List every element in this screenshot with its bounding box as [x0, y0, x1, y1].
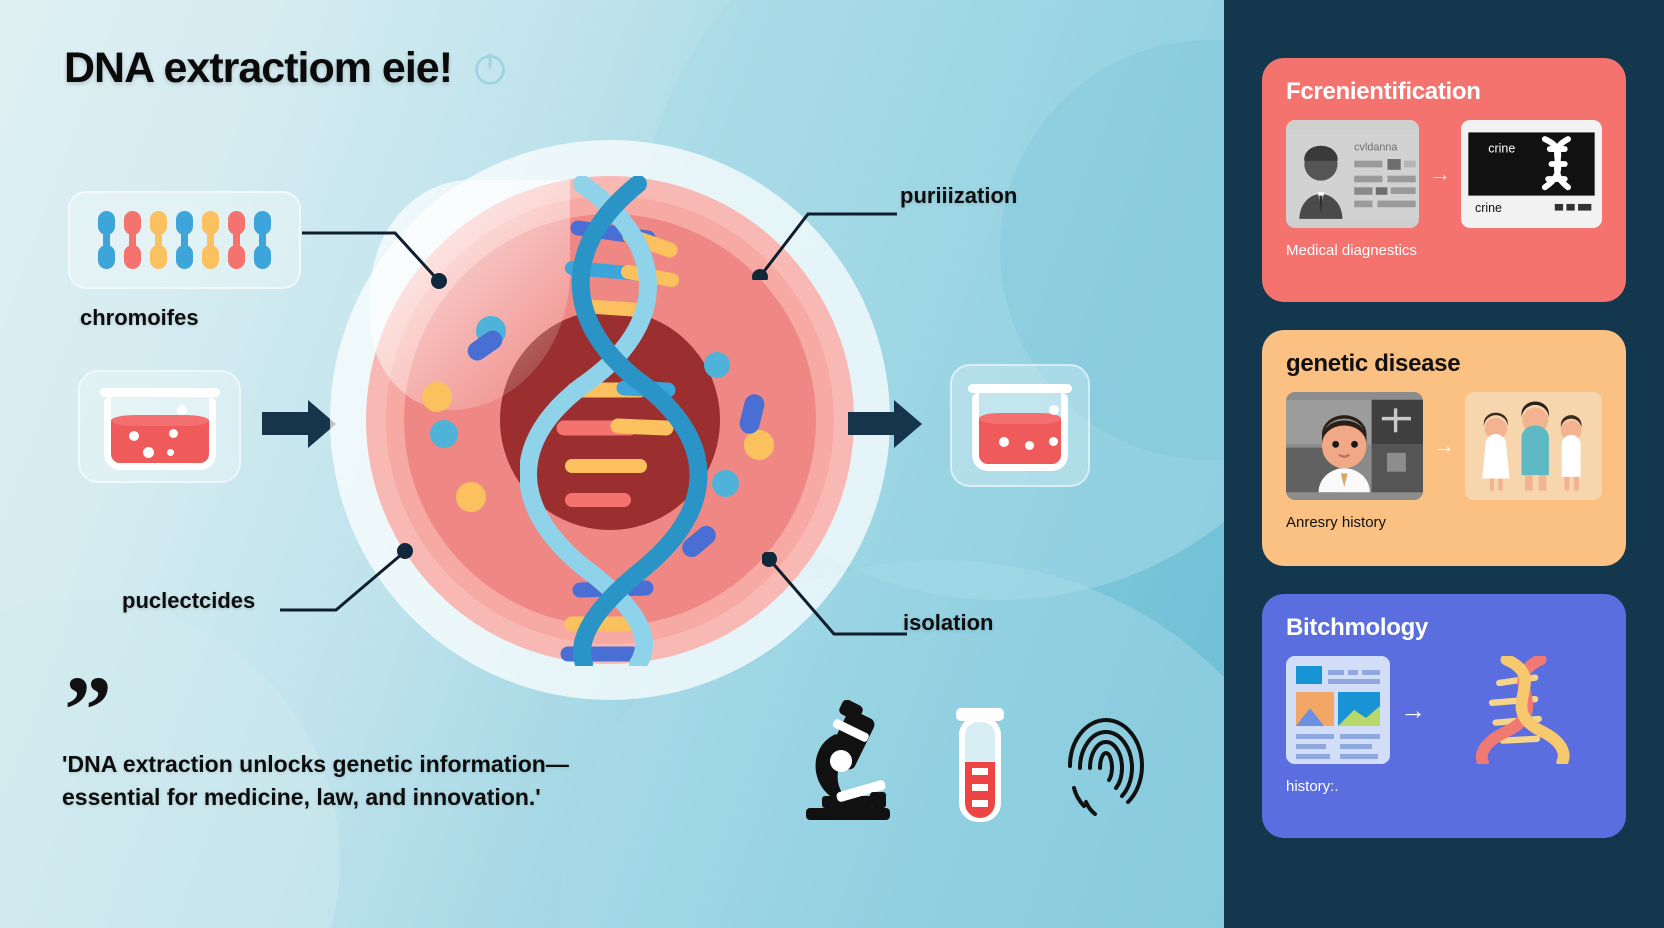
card-title: genetic disease [1286, 350, 1461, 377]
scientist-icon [1286, 399, 1423, 493]
chromosome-shape [98, 211, 115, 269]
crime-dna-image: crine crine [1461, 120, 1602, 228]
quote-text: 'DNA extraction unlocks genetic informat… [62, 748, 662, 815]
id-photo-icon: cvldanna [1286, 129, 1419, 219]
crime-label-top: crine [1488, 141, 1515, 155]
bubble [168, 429, 178, 438]
beaker-rim [99, 388, 220, 397]
cell-illustration [330, 140, 890, 700]
bubble [142, 447, 154, 458]
card-arrow-icon: → [1433, 433, 1455, 458]
chromosome-shape [176, 211, 193, 269]
power-circle-icon [475, 52, 505, 85]
card-forensics[interactable]: Fcrenientification cvldanna [1262, 58, 1626, 302]
label-chromosomes: chromoifes [80, 305, 199, 330]
output-beaker-card [950, 364, 1090, 487]
card-title: Fcrenientification [1286, 78, 1481, 105]
process-arrow-left [262, 400, 337, 448]
chromosome-shape [124, 211, 141, 269]
label-nucleotides: puclectcides [122, 588, 256, 613]
input-beaker-card [78, 370, 241, 483]
card-arrow-icon: → [1429, 161, 1451, 186]
bubble [176, 405, 187, 415]
process-arrow-right [848, 400, 923, 448]
bubble [128, 431, 139, 441]
beaker-liquid [979, 413, 1061, 464]
card-media: → [1286, 392, 1602, 500]
dna-helix-image [1436, 656, 1602, 764]
chromosome-shape [254, 211, 271, 269]
organelle [430, 420, 458, 448]
family-icon [1465, 399, 1602, 493]
bubble [999, 437, 1009, 447]
id-card-image: cvldanna [1286, 120, 1419, 228]
card-caption: Anresry history [1286, 514, 1387, 531]
main-illustration-stage: DNA extractiom eie! chromoifes [0, 0, 1224, 928]
quote-line-1: 'DNA extraction unlocks genetic informat… [62, 751, 569, 777]
bubble [1025, 441, 1034, 450]
card-genetic-disease[interactable]: genetic disease [1262, 330, 1626, 566]
family-image [1465, 392, 1602, 500]
card-media: cvldanna → [1286, 120, 1602, 228]
fingerprint-icon [1068, 718, 1145, 816]
dna-screen-icon: crine crine [1468, 132, 1595, 215]
document-chart-icon [1286, 656, 1390, 764]
id-evidence-label: cvldanna [1354, 142, 1397, 154]
bubble [1049, 437, 1058, 446]
beaker-body [103, 397, 216, 470]
chromosome-shape [228, 211, 245, 269]
beaker-right [968, 384, 1072, 471]
bubble [1049, 405, 1059, 415]
organelle [712, 470, 739, 497]
organelle [422, 382, 452, 412]
page-title-row: DNA extractiom eie! [64, 44, 508, 93]
chromosome-shape [202, 211, 219, 269]
chromosomes-card [68, 191, 301, 289]
beaker-rim [968, 384, 1072, 393]
test-tube-icon [956, 708, 1004, 822]
organelle [456, 482, 486, 512]
beaker-left [99, 388, 220, 470]
organelle [704, 352, 730, 378]
label-isolation: isolation [903, 610, 994, 635]
card-biotechnology[interactable]: Bitchmology [1262, 594, 1626, 838]
label-purification: puriiization [900, 183, 1018, 208]
card-caption: history:. [1286, 778, 1339, 795]
card-caption: Medical diagnestics [1286, 242, 1417, 259]
card-title: Bitchmology [1286, 614, 1429, 641]
organelle [744, 430, 774, 460]
doctor-lab-image [1286, 392, 1423, 500]
crime-label-bottom: crine [1475, 201, 1502, 215]
bottom-icon-row [800, 700, 1148, 822]
quote-line-2: essential for medicine, law, and innovat… [62, 784, 541, 811]
card-media: → [1286, 656, 1602, 764]
chromosome-shape [150, 211, 167, 269]
beaker-body [972, 393, 1068, 471]
beaker-liquid [110, 415, 209, 463]
microscope-icon [806, 700, 890, 820]
page-title: DNA extractiom eie! [64, 44, 453, 92]
applications-sidebar: Fcrenientification cvldanna [1224, 0, 1664, 928]
bubble [166, 449, 174, 456]
dna-helix-icon [520, 176, 708, 666]
dna-helix-icon [1476, 656, 1570, 764]
report-document-image [1286, 656, 1390, 764]
card-arrow-icon: → [1400, 695, 1426, 725]
quote-mark-icon: ” [64, 656, 112, 763]
